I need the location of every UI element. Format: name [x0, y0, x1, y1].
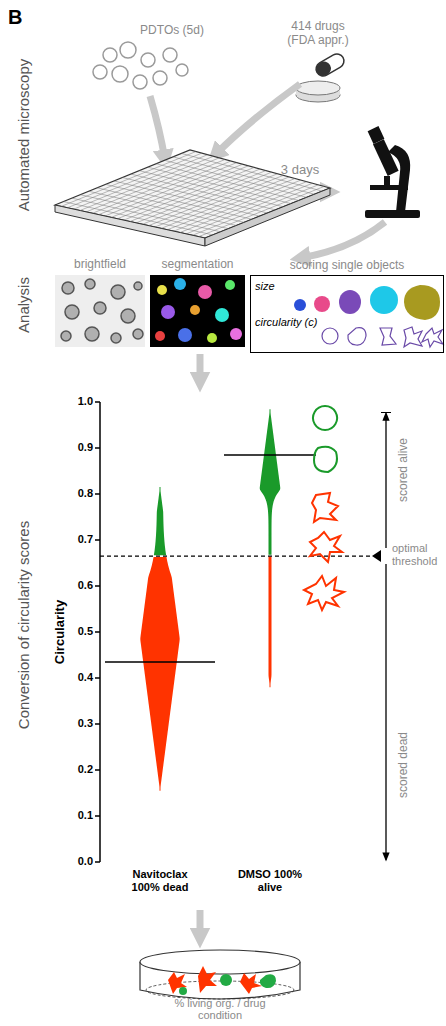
- tick: [95, 723, 100, 725]
- shape-icon: [310, 532, 342, 562]
- row-label: size: [255, 280, 275, 293]
- panel-heading: segmentation: [161, 258, 233, 272]
- median-line: [224, 454, 316, 456]
- image-panel: segmentation: [150, 275, 245, 347]
- shape-icon: [314, 447, 337, 472]
- tick-label: 0.7: [78, 533, 93, 546]
- median-line: [105, 661, 215, 663]
- violin-chart: [95, 402, 391, 862]
- tick-label: 0.1: [78, 809, 93, 822]
- tick: [95, 677, 100, 679]
- axis-title: Circularity: [53, 600, 68, 664]
- shape-icon: [312, 493, 338, 522]
- microscope-icon: [365, 126, 420, 218]
- tick: [95, 539, 100, 541]
- image-panel: brightfield: [55, 275, 145, 347]
- tick-label: 0.0: [78, 855, 93, 868]
- tick: [95, 815, 100, 817]
- tick-label: 0.9: [78, 441, 93, 454]
- violin-alive: [154, 487, 166, 555]
- tick-label: 0.3: [78, 717, 93, 730]
- tick: [95, 769, 100, 771]
- tick: [95, 493, 100, 495]
- segmentation-image: [150, 275, 245, 347]
- violin-alive: [260, 409, 281, 554]
- tick-label: 0.8: [78, 487, 93, 500]
- tick-label: 0.4: [78, 671, 93, 684]
- threshold-marker: [372, 550, 381, 562]
- annotation: optimal threshold: [392, 542, 444, 567]
- panel-heading: brightfield: [74, 258, 126, 272]
- organoids: [93, 42, 188, 89]
- size-shapes: [294, 285, 440, 320]
- tick-label: 1.0: [78, 395, 93, 408]
- scoring-box: scoring single objectssizecircularity (c…: [250, 275, 444, 353]
- violin-dead: [269, 557, 272, 688]
- annotation: 3 days: [281, 163, 319, 178]
- dish: % living org. / drug condition: [130, 945, 310, 1023]
- annotation: B: [8, 6, 22, 29]
- annotation: DMSO 100% alive: [230, 868, 310, 893]
- tick: [95, 631, 100, 633]
- axis-title: Conversion of circularity scores: [15, 521, 32, 729]
- tick: [95, 861, 100, 863]
- axis-title: scored dead: [397, 732, 411, 798]
- range-cap: [381, 412, 391, 413]
- panel-heading: scoring single objects: [290, 259, 405, 273]
- annotation: Navitoclax 100% dead: [117, 868, 203, 893]
- shape-icon: [313, 406, 337, 430]
- circularity-shapes: [322, 327, 443, 347]
- range-arrow: [385, 414, 386, 549]
- dish-icon: [140, 950, 300, 999]
- well-plate: [55, 150, 330, 246]
- range-arrow: [385, 564, 386, 860]
- tick: [95, 447, 100, 449]
- drug-icon: [296, 51, 346, 102]
- brightfield-image: [55, 275, 145, 347]
- tick: [95, 585, 100, 587]
- axis-title: Analysis: [15, 277, 32, 333]
- tick-label: 0.6: [78, 579, 93, 592]
- tick: [95, 401, 100, 403]
- shape-icon: [304, 576, 344, 610]
- annotation: PDTOs (5d): [140, 24, 204, 38]
- violin-dead: [140, 557, 179, 791]
- panel-heading: % living org. / drug condition: [160, 997, 280, 1022]
- annotation: 414 drugs (FDA appr.): [276, 20, 360, 48]
- tick-label: 0.2: [78, 763, 93, 776]
- row-label: circularity (c): [255, 316, 317, 329]
- axis-title: scored alive: [397, 438, 411, 502]
- axis-title: Automated microscopy: [15, 59, 32, 212]
- tick-label: 0.5: [78, 625, 93, 638]
